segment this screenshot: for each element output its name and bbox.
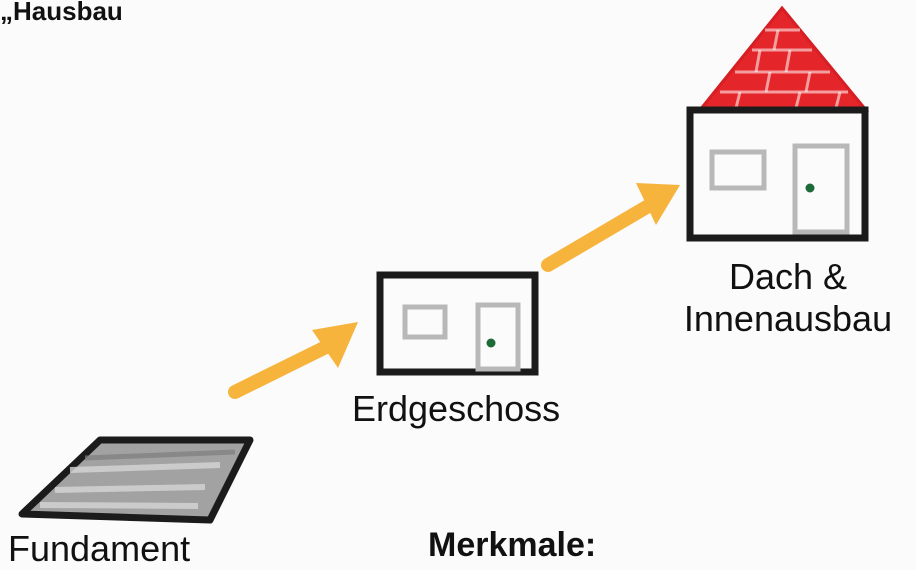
arrow-2: [541, 183, 680, 272]
foundation-slab: [18, 436, 254, 524]
roof: [696, 5, 870, 112]
ground-floor-door-knob: [486, 338, 496, 348]
arrow-1: [228, 322, 358, 399]
house-door: [792, 143, 850, 235]
house-window: [709, 149, 767, 191]
ground-floor-door: [475, 302, 521, 372]
step-label-fundament: Fundament: [8, 528, 191, 569]
house-door-knob: [805, 183, 815, 193]
step-label-erdgeschoss: Erdgeschoss: [352, 388, 561, 429]
merkmale-heading: Merkmale:: [428, 526, 597, 564]
step-label-line2: Innenausbau: [683, 298, 893, 339]
step-label-dach-innenausbau: Dach & Innenausbau: [668, 256, 908, 340]
step-label-line1: Dach &: [728, 256, 848, 297]
house-box: [686, 5, 870, 242]
ground-floor-box: [376, 271, 539, 376]
diagram-title: „Hausbau: [0, 0, 123, 26]
ground-floor-window: [402, 304, 448, 340]
